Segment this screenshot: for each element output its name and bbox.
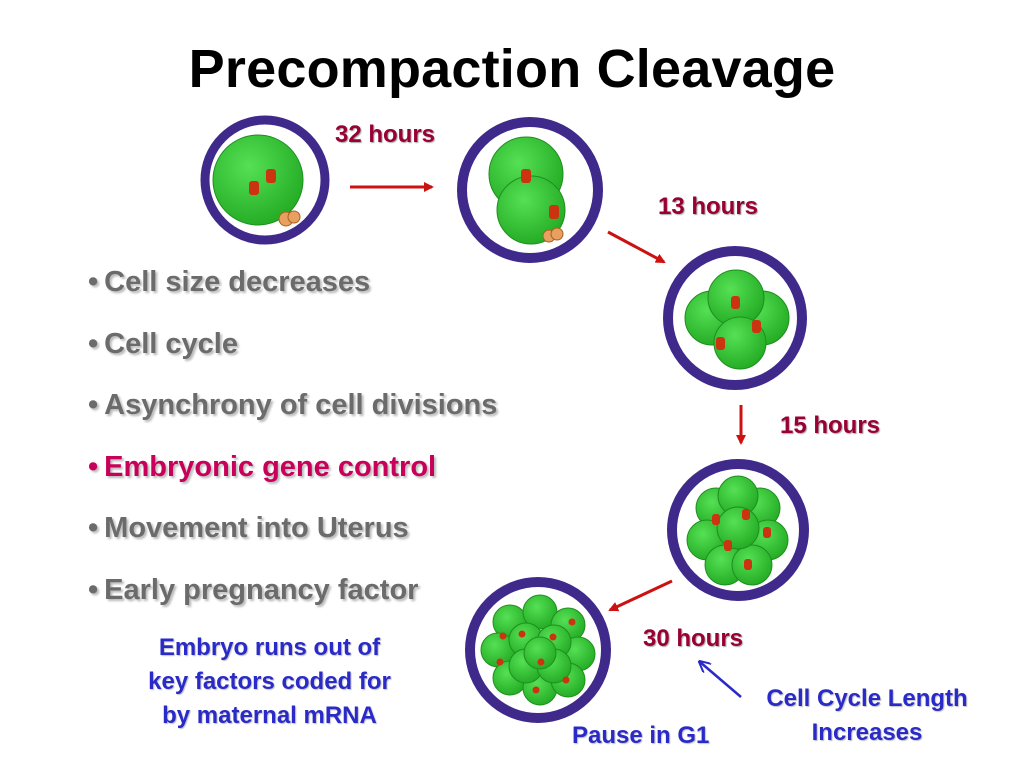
time-label-15-hours: 15 hours	[780, 412, 881, 439]
bullet-item: •Early pregnancy factor	[88, 573, 419, 606]
arrow-stage2-to-3	[607, 230, 666, 264]
embryo-16-cell	[465, 577, 611, 723]
time-label-13-hours: 13 hours	[658, 193, 759, 220]
bullet-item: •Asynchrony of cell divisions	[88, 389, 498, 421]
time-label-32-hours: 32 hours	[335, 121, 436, 148]
arrow-stage4-to-5	[608, 579, 673, 612]
bullet-item: •Cell size decreases	[88, 266, 371, 298]
embryo-1-cell	[200, 115, 330, 245]
bullet-item: •Cell cycle	[88, 327, 238, 360]
embryo-2-cell	[457, 117, 603, 263]
bullet-item: •Movement into Uterus	[88, 512, 409, 544]
embryo-4-cell	[663, 246, 807, 390]
bullet-list: •Cell size decreases •Cell cycle •Asynch…	[88, 266, 497, 635]
cell-cycle-length-note: Cell Cycle Length Increases	[766, 685, 968, 746]
pointer-arrow-to-30-hours	[700, 662, 742, 698]
maternal-mrna-note: Embryo runs out of key factors coded for…	[148, 634, 391, 729]
embryo-8-cell	[667, 459, 809, 601]
slide-title: Precompaction Cleavage	[188, 39, 836, 99]
pause-in-g1-note: Pause in G1	[572, 722, 710, 749]
bullet-item-highlighted: •Embryonic gene control	[88, 450, 437, 483]
time-label-30-hours: 30 hours	[643, 625, 744, 652]
